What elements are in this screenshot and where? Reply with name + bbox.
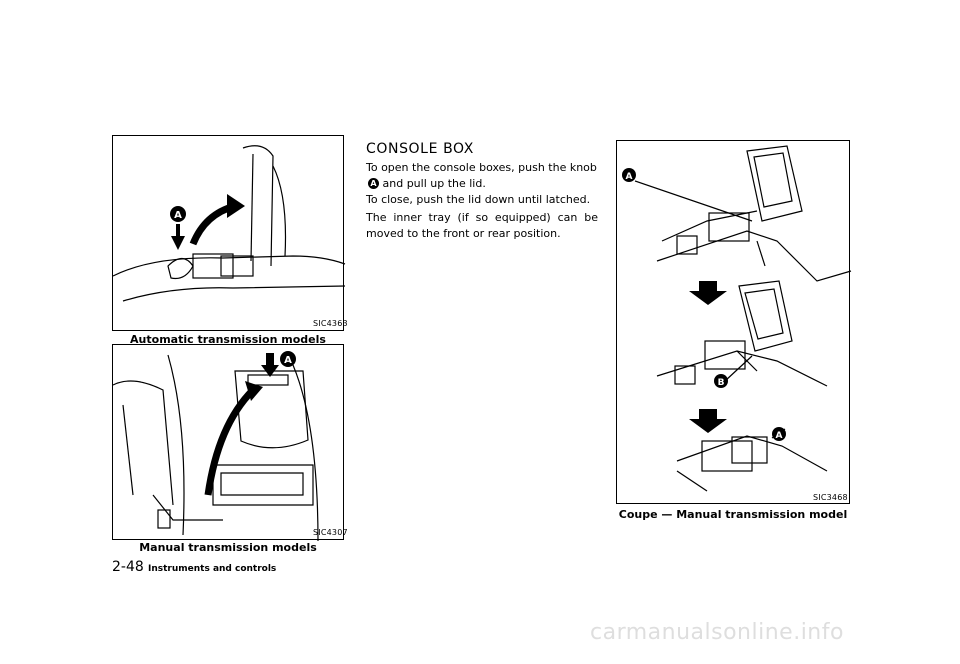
- svg-text:A: A: [284, 355, 292, 366]
- console-illustration-3: A B A: [622, 145, 852, 492]
- paragraph-close: To close, push the lid down until latche…: [366, 193, 591, 206]
- figure-manual-transmission: A SIC4307: [112, 344, 348, 542]
- figure-caption: Automatic transmission models: [130, 333, 326, 346]
- figure-code: SIC3468: [813, 493, 848, 502]
- svg-text:A: A: [626, 172, 633, 182]
- callout-a-marker: A: [368, 178, 379, 189]
- console-illustration-1: A: [112, 145, 346, 302]
- paragraph-open: To open the console boxes, push the knob…: [366, 160, 598, 192]
- console-illustration-2: A: [112, 351, 319, 542]
- figure-code: SIC4307: [313, 528, 348, 537]
- footer-section-title: Instruments and controls: [148, 564, 277, 574]
- paragraph-text: To open the console boxes, push the knob: [366, 161, 597, 174]
- section-heading: CONSOLE BOX: [366, 141, 474, 157]
- svg-text:B: B: [718, 378, 725, 388]
- figure-caption: Manual transmission models: [139, 541, 317, 554]
- figure-code: SIC4363: [313, 319, 348, 328]
- paragraph-tray: The inner tray (if so equipped) can be m…: [366, 211, 598, 240]
- svg-text:A: A: [776, 431, 783, 441]
- figure-automatic-transmission: A SIC4363: [112, 135, 348, 331]
- watermark: carmanualsonline.info: [590, 620, 844, 645]
- paragraph-text: and pull up the lid.: [382, 177, 486, 190]
- page-number: 2-48: [112, 559, 144, 575]
- figure-caption: Coupe — Manual transmission model: [618, 508, 848, 521]
- figure-coupe-manual: A B A SIC3468: [616, 140, 852, 504]
- svg-text:A: A: [174, 210, 182, 221]
